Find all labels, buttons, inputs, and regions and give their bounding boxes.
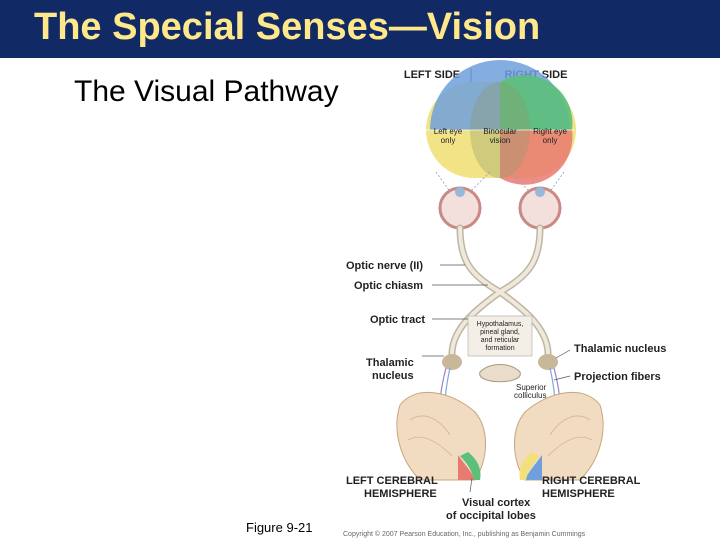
left-eye-label: Left eye [434, 127, 463, 136]
left-hemisphere-label-2: HEMISPHERE [364, 488, 437, 500]
binocular-label: Binocular [483, 127, 517, 136]
field-upper-right [500, 75, 573, 130]
hypothalamus-label-2: pineal gland, [480, 329, 520, 336]
left-eye-label-2: only [441, 136, 456, 145]
cerebral-hemispheres [396, 391, 604, 481]
thalamic-nucleus-right-label: Thalamic nucleus [574, 343, 666, 355]
right-visual-cortex-yellow [519, 452, 540, 480]
projection-fibers-label: Projection fibers [574, 371, 661, 383]
visual-pathway-svg: LEFT SIDE RIGHT SIDE Left eye only Binoc… [343, 60, 666, 538]
title-bar: The Special Senses—Vision [0, 0, 720, 58]
right-eye [518, 186, 562, 230]
left-side-label: LEFT SIDE [404, 69, 460, 81]
superior-colliculus-label-1: Superior [516, 383, 547, 392]
superior-colliculus-label-2: colliculus [514, 391, 546, 400]
visual-cortex-label-1: Visual cortex [462, 497, 531, 509]
copyright-text: Copyright © 2007 Pearson Education, Inc.… [343, 530, 586, 538]
leader-lines [422, 264, 571, 493]
right-hemisphere-label-2: HEMISPHERE [542, 488, 615, 500]
field-lower-right [500, 130, 573, 185]
right-eye-label-2: only [543, 136, 558, 145]
optic-chiasm-label: Optic chiasm [354, 280, 423, 292]
thalamic-nucleus-right [538, 354, 558, 370]
left-visual-cortex-red [458, 455, 475, 480]
visual-pathway-diagram: LEFT SIDE RIGHT SIDE Left eye only Binoc… [340, 60, 720, 540]
superior-colliculus-shape [479, 364, 521, 383]
thalamic-nucleus-left [442, 354, 462, 370]
thalamic-nucleus-left-label-1: Thalamic [366, 357, 414, 369]
left-hemisphere-label-1: LEFT CEREBRAL [346, 475, 438, 487]
slide-title: The Special Senses—Vision [34, 6, 541, 48]
slide-subtitle: The Visual Pathway [74, 75, 339, 108]
visual-cortex-label-2: of occipital lobes [446, 510, 536, 522]
left-visual-cortex-green [460, 452, 481, 480]
hypothalamus-label-4: formation [485, 345, 514, 352]
binocular-label-2: vision [490, 136, 510, 145]
thalamic-nucleus-left-label-2: nucleus [372, 370, 414, 382]
optic-nerve-label: Optic nerve (II) [346, 260, 423, 272]
right-eye-label: Right eye [533, 127, 567, 136]
visual-fields [426, 60, 576, 185]
figure-caption: Figure 9-21 [246, 520, 313, 535]
right-hemisphere-label-1: RIGHT CEREBRAL [542, 475, 641, 487]
hypothalamus-label-3: and reticular [481, 337, 520, 344]
left-eye [438, 186, 482, 230]
right-visual-cortex-blue [525, 455, 542, 480]
optic-tract-label: Optic tract [370, 314, 425, 326]
hypothalamus-label-1: Hypothalamus, [477, 321, 524, 328]
hypothalamus-region: Hypothalamus, pineal gland, and reticula… [467, 315, 533, 357]
